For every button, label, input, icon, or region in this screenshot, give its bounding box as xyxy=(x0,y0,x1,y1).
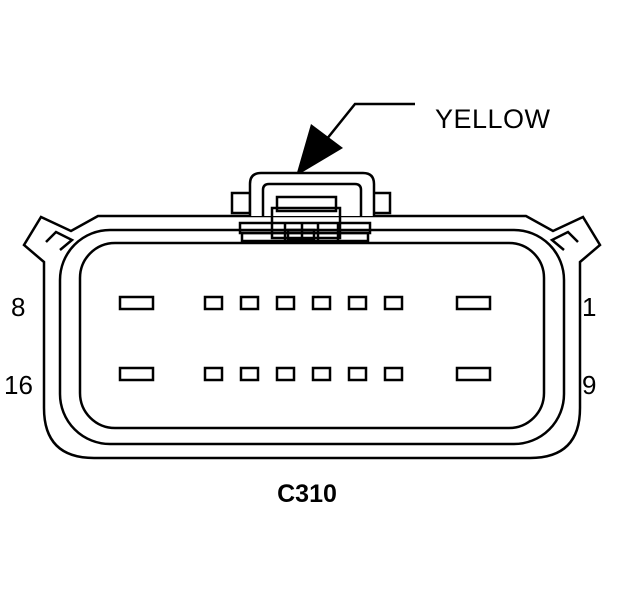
cavity-12 xyxy=(311,366,332,382)
cavity-16 xyxy=(118,366,155,382)
cavity-1 xyxy=(455,295,492,311)
cavity-10 xyxy=(383,366,404,382)
color-leader-arrow xyxy=(296,102,415,176)
pin-label-9: 9 xyxy=(582,370,597,400)
housing-inner-face xyxy=(78,241,546,430)
cavity-4 xyxy=(311,295,332,311)
cavity-5 xyxy=(275,295,296,311)
cavity-7 xyxy=(203,295,224,311)
cavity-3 xyxy=(347,295,368,311)
lock-tab xyxy=(230,171,392,243)
cavity-6 xyxy=(239,295,260,311)
cavity-9 xyxy=(455,366,492,382)
cavity-15 xyxy=(203,366,224,382)
housing-outer-shell xyxy=(22,214,602,460)
left-latch-ear xyxy=(45,230,75,251)
cavity-11 xyxy=(347,366,368,382)
cavity-8 xyxy=(118,295,155,311)
cavity-14 xyxy=(239,366,260,382)
housing-middle-wall xyxy=(58,228,566,446)
right-latch-ear xyxy=(549,230,579,251)
connector-housing xyxy=(22,214,602,460)
pin-label-8: 8 xyxy=(11,292,26,322)
cavity-2 xyxy=(383,295,404,311)
cavity-13 xyxy=(275,366,296,382)
terminal-cavities xyxy=(118,295,492,382)
wire-color-label: YELLOW xyxy=(435,104,551,134)
connector-id-label: C310 xyxy=(277,480,337,508)
pin-label-16: 16 xyxy=(4,370,33,400)
pin-label-1: 1 xyxy=(582,292,597,322)
